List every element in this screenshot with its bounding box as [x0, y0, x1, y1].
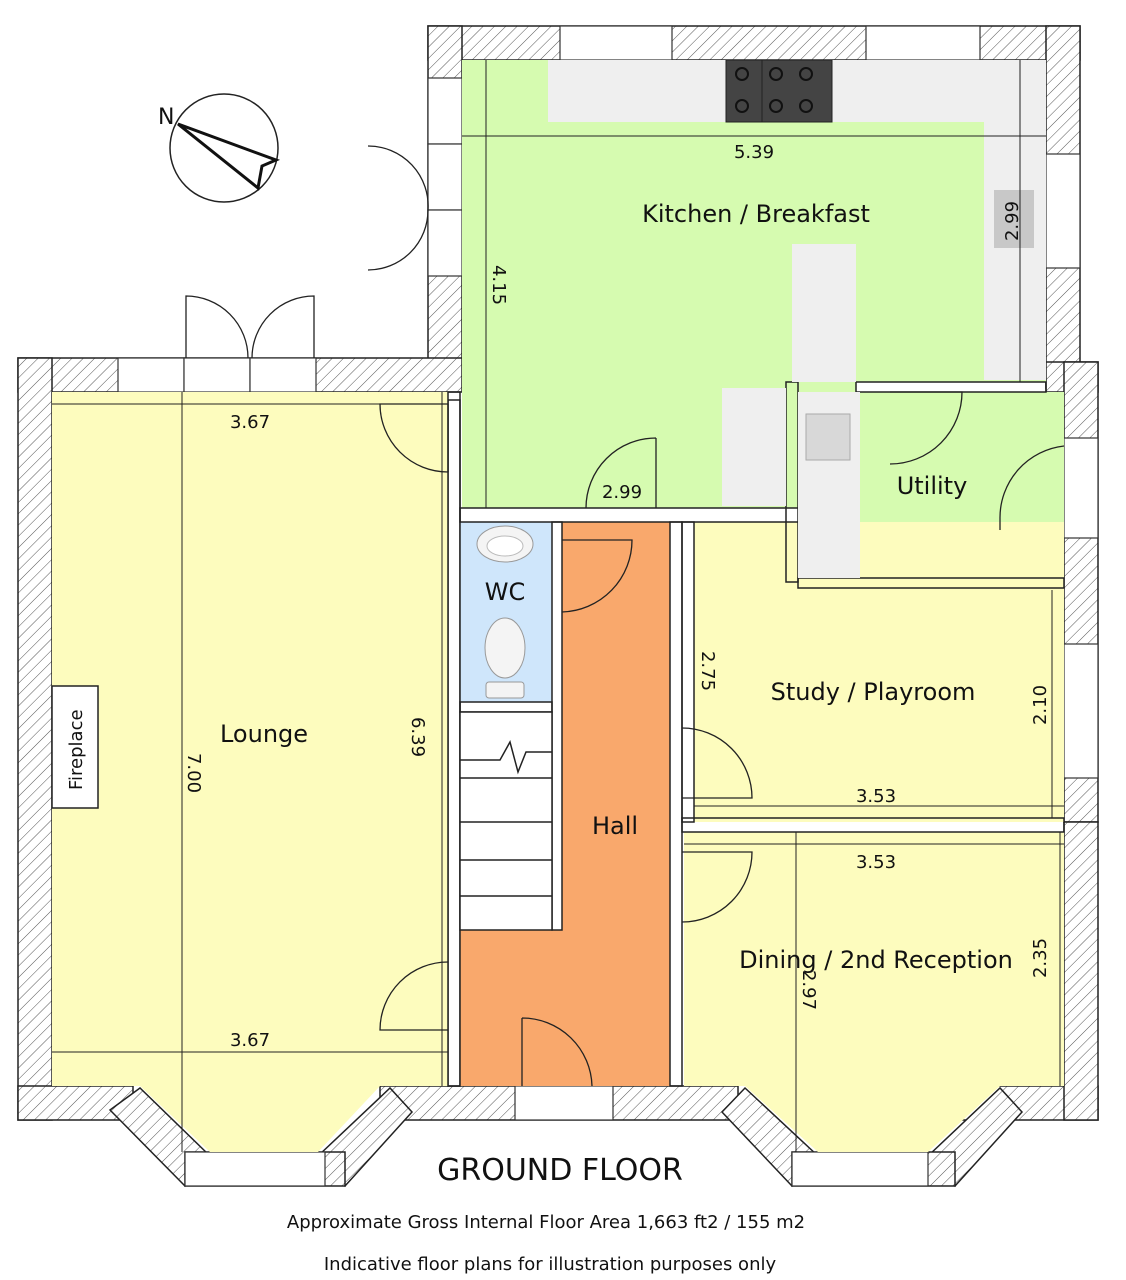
dining-mid-label: 2.97 — [798, 970, 819, 1010]
lounge-top-label: 3.67 — [230, 412, 270, 433]
dimension-lines — [52, 60, 1064, 1152]
toilet-icon — [484, 617, 526, 699]
kitchen-right-label: 2.99 — [1002, 201, 1023, 241]
lounge-height-label: 7.00 — [183, 753, 204, 793]
fireplace-label: Fireplace — [66, 709, 87, 790]
kitchen-height-label: 4.15 — [488, 265, 509, 305]
dining-right-label: 2.35 — [1030, 938, 1051, 978]
floor-title: GROUND FLOOR — [437, 1153, 683, 1188]
lounge-label: Lounge — [220, 720, 308, 748]
hob-icon — [725, 59, 833, 123]
kitchen-fill — [462, 60, 1046, 508]
room-fills — [52, 60, 1064, 1152]
study-right-label: 2.10 — [1030, 685, 1051, 725]
fireplace — [51, 685, 99, 809]
dining-top-label: 3.53 — [856, 852, 896, 873]
study-fill — [694, 522, 1064, 822]
utility-label: Utility — [897, 472, 968, 500]
kitchen-label: Kitchen / Breakfast — [642, 200, 870, 228]
lounge-right-label: 6.39 — [407, 717, 428, 757]
dining-label: Dining / 2nd Reception — [739, 946, 1013, 974]
basin-icon — [476, 525, 534, 563]
hall-label: Hall — [592, 812, 638, 840]
kitchen-width-label: 5.39 — [734, 142, 774, 163]
wc-label: WC — [485, 578, 526, 606]
lounge-fill — [52, 392, 448, 1152]
doors — [185, 145, 1065, 1087]
area-text: Approximate Gross Internal Floor Area 1,… — [287, 1212, 805, 1233]
lounge-bottom-label: 3.67 — [230, 1030, 270, 1051]
hall-fill — [460, 522, 670, 1086]
disclaimer-text: Indicative floor plans for illustration … — [324, 1254, 777, 1275]
study-label: Study / Playroom — [771, 678, 976, 706]
compass-icon: N — [158, 93, 281, 203]
kitchen-bottom-label: 2.99 — [602, 482, 642, 503]
staircase — [459, 711, 553, 931]
dining-fill — [684, 832, 1064, 1152]
study-bottom-label: 3.53 — [856, 786, 896, 807]
svg-text:N: N — [158, 105, 174, 130]
study-left-label: 2.75 — [697, 651, 718, 691]
